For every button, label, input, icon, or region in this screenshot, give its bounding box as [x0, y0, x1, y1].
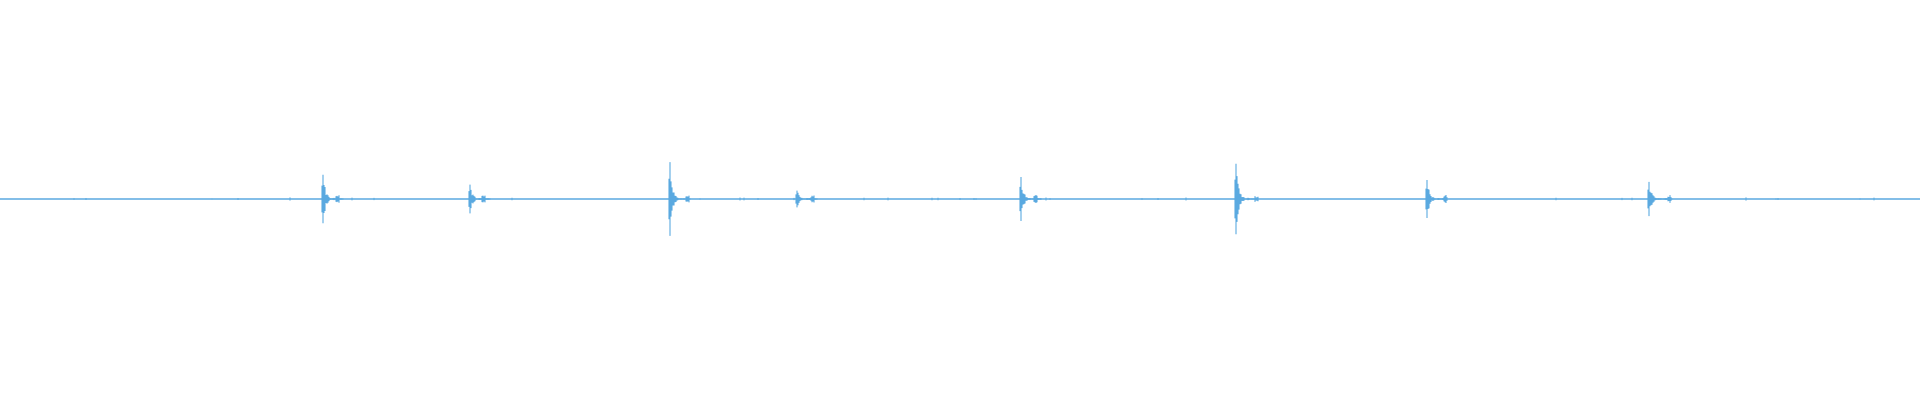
waveform-transient-7 — [1425, 180, 1448, 218]
waveform-transient-8 — [1647, 181, 1672, 217]
waveform-transient-6 — [1234, 163, 1259, 235]
waveform-transient-4 — [795, 190, 818, 208]
waveform-transient-1 — [321, 174, 344, 224]
waveform-transient-3 — [668, 162, 691, 236]
waveform-transient-2 — [468, 184, 491, 214]
waveform-noise-floor — [0, 197, 1919, 201]
waveform-transient-5 — [1019, 177, 1042, 221]
